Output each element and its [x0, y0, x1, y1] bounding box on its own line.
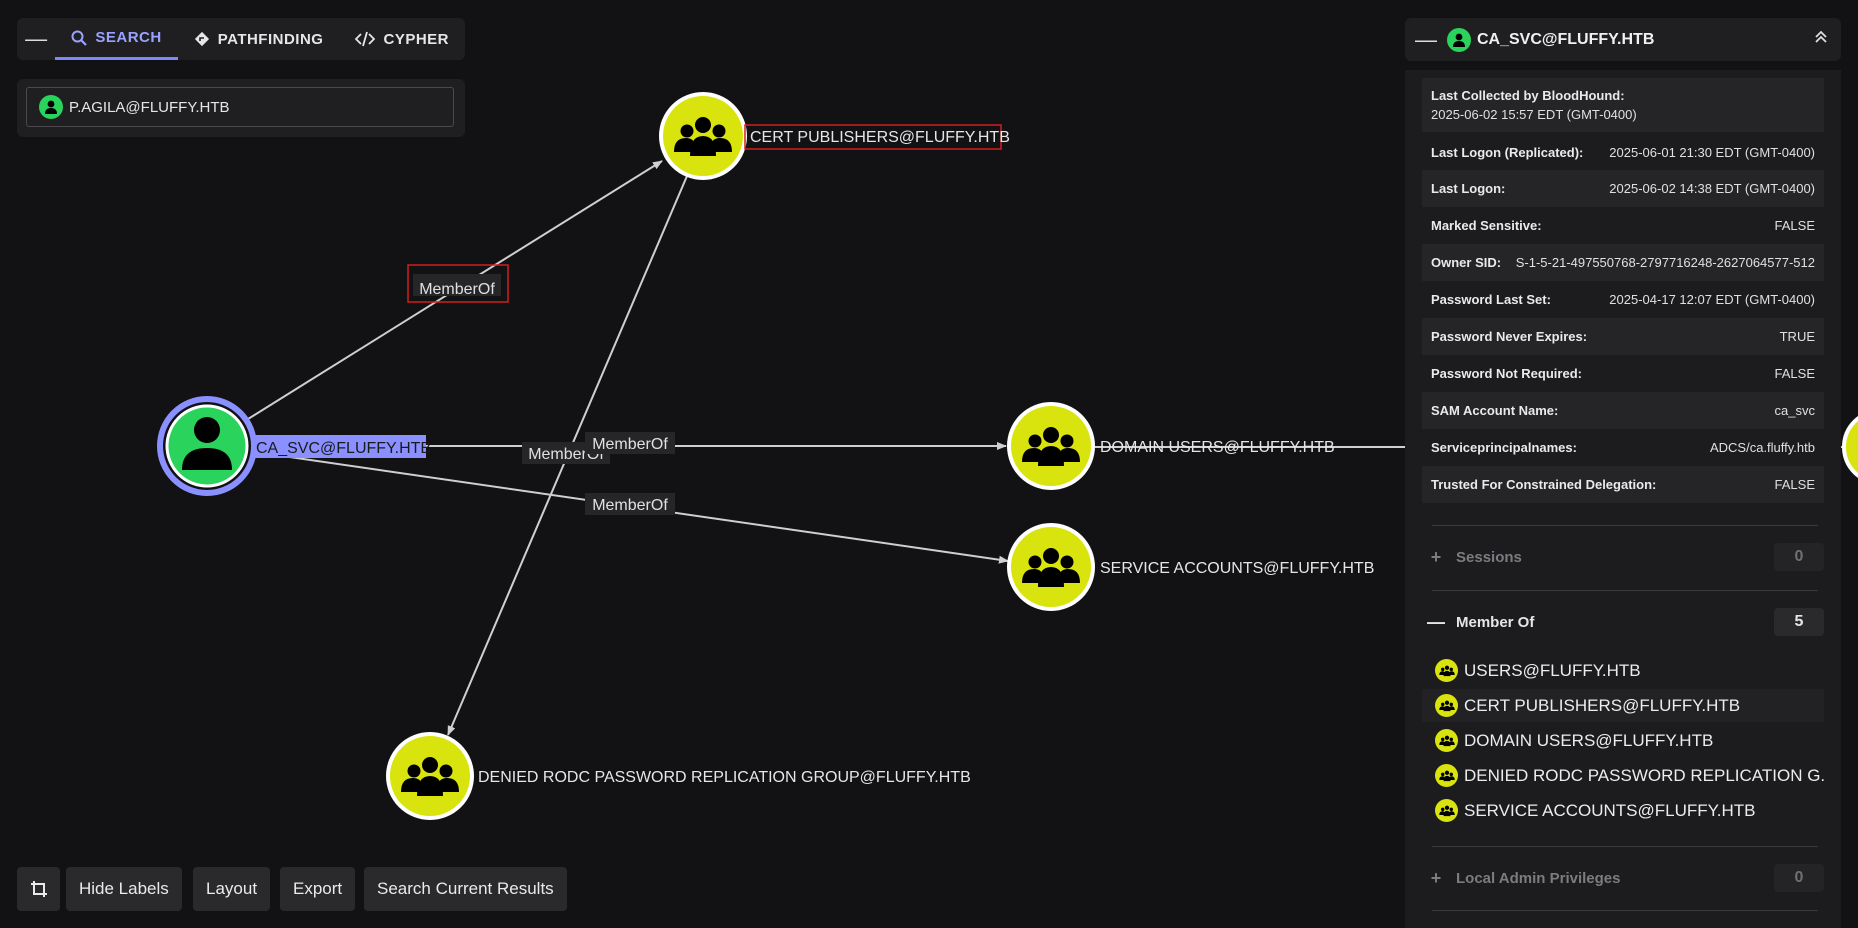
chevron-up-icon[interactable] [1801, 30, 1841, 49]
section-label: Local Admin Privileges [1456, 869, 1621, 887]
hide-labels-button[interactable]: Hide Labels [66, 867, 182, 911]
property-last-collected: Last Collected by BloodHound: 2025-06-02… [1422, 78, 1824, 132]
layout-button[interactable]: Layout [193, 867, 271, 911]
crop-button[interactable] [17, 867, 60, 911]
property-row: Serviceprincipalnames:ADCS/ca.fluffy.htb [1431, 440, 1815, 455]
node-service-accounts[interactable]: SERVICE ACCOUNTS@FLUFFY.HTB [1007, 523, 1374, 611]
node-label-ca-svc: CA_SVC@FLUFFY.HTB [256, 440, 431, 457]
pathfinding-icon [194, 31, 209, 47]
edge-label-memberof-4: MemberOf [592, 497, 668, 514]
explore-tabs: — SEARCH PATHFINDING CYPHER [17, 18, 465, 60]
property-row: Owner SID:S-1-5-21-497550768-2797716248-… [1422, 244, 1824, 281]
property-row: SAM Account Name:ca_svc [1422, 392, 1824, 429]
node-label-denied-rodc: DENIED RODC PASSWORD REPLICATION GROUP@F… [478, 769, 971, 786]
node-domain-users[interactable]: DOMAIN USERS@FLUFFY.HTB [1007, 402, 1335, 490]
group-icon [1435, 729, 1458, 752]
crop-icon [30, 881, 47, 897]
node-label-cert-publishers: CERT PUBLISHERS@FLUFFY.HTB [750, 129, 1010, 146]
count-badge: 0 [1774, 864, 1824, 892]
search-input-value: P.AGILA@FLUFFY.HTB [69, 98, 230, 116]
divider [1432, 525, 1818, 526]
property-row: Trusted For Constrained Delegation:FALSE [1422, 466, 1824, 503]
count-badge: 0 [1774, 543, 1824, 571]
node-ca-svc[interactable]: CA_SVC@FLUFFY.HTB [157, 396, 431, 496]
group-icon [1435, 659, 1458, 682]
offscreen-node[interactable] [1842, 411, 1858, 483]
entity-title: CA_SVC@FLUFFY.HTB [1477, 30, 1655, 48]
entity-panel-header: — CA_SVC@FLUFFY.HTB [1405, 18, 1841, 61]
property-row: Password Never Expires:TRUE [1422, 318, 1824, 355]
section-label: Sessions [1456, 548, 1522, 566]
collapse-search-panel-button[interactable]: — [25, 26, 48, 51]
search-current-results-button[interactable]: Search Current Results [364, 867, 567, 911]
entity-panel-body: Last Collected by BloodHound: 2025-06-02… [1405, 70, 1841, 928]
divider [1432, 590, 1818, 591]
group-icon [1435, 799, 1458, 822]
user-icon [39, 95, 63, 119]
list-item[interactable]: DOMAIN USERS@FLUFFY.HTB [1422, 724, 1824, 757]
tab-pathfinding[interactable]: PATHFINDING [178, 18, 340, 60]
tab-cypher[interactable]: CYPHER [339, 18, 465, 60]
search-icon [71, 30, 88, 46]
edge-label-highlight-box [407, 264, 509, 303]
count-badge: 5 [1774, 608, 1824, 636]
search-input[interactable]: P.AGILA@FLUFFY.HTB [26, 87, 454, 127]
section-local-admin[interactable]: + Local Admin Privileges 0 [1422, 864, 1824, 892]
tab-cypher-label: CYPHER [383, 30, 449, 48]
collapse-icon: — [1427, 611, 1445, 632]
property-row: Last Logon:2025-06-02 14:38 EDT (GMT-040… [1422, 170, 1824, 207]
divider [1432, 846, 1818, 847]
property-row: Password Not Required:FALSE [1431, 366, 1815, 381]
code-icon [355, 31, 376, 47]
list-item[interactable]: CERT PUBLISHERS@FLUFFY.HTB [1422, 689, 1824, 722]
node-cert-publishers[interactable]: CERT PUBLISHERS@FLUFFY.HTB [659, 92, 1010, 180]
collapse-entity-panel-button[interactable]: — [1415, 26, 1437, 52]
list-item[interactable]: SERVICE ACCOUNTS@FLUFFY.HTB [1422, 794, 1824, 827]
search-panel: P.AGILA@FLUFFY.HTB [17, 79, 465, 137]
property-row: Last Logon (Replicated):2025-06-01 21:30… [1431, 144, 1815, 160]
property-row: Password Last Set:2025-04-17 12:07 EDT (… [1431, 292, 1815, 307]
property-row: Marked Sensitive:FALSE [1431, 218, 1815, 233]
divider [1432, 910, 1818, 911]
section-member-of[interactable]: — Member Of 5 [1422, 608, 1824, 636]
property-key: Last Collected by BloodHound: [1431, 88, 1625, 103]
section-label: Member Of [1456, 613, 1535, 631]
node-label-domain-users: DOMAIN USERS@FLUFFY.HTB [1100, 439, 1335, 456]
node-denied-rodc[interactable]: DENIED RODC PASSWORD REPLICATION GROUP@F… [386, 732, 971, 820]
user-icon [1447, 27, 1471, 52]
group-icon [1435, 764, 1458, 787]
tab-search-label: SEARCH [95, 29, 162, 46]
tab-pathfinding-label: PATHFINDING [217, 30, 324, 48]
group-icon [1435, 694, 1458, 717]
tab-search[interactable]: SEARCH [55, 18, 178, 60]
list-item[interactable]: DENIED RODC PASSWORD REPLICATION G... [1422, 759, 1824, 792]
edge-label-memberof-3: MemberOf [592, 436, 668, 453]
section-sessions[interactable]: + Sessions 0 [1422, 543, 1824, 571]
edge-labels: MemberOf MemberOf MemberOf MemberOf [407, 264, 675, 515]
export-button[interactable]: Export [280, 867, 356, 911]
expand-icon: + [1430, 867, 1442, 888]
list-item[interactable]: USERS@FLUFFY.HTB [1422, 654, 1824, 687]
expand-icon: + [1430, 546, 1442, 567]
edge-label-memberof-1: MemberOf [419, 281, 495, 298]
node-label-service-accounts: SERVICE ACCOUNTS@FLUFFY.HTB [1100, 560, 1374, 577]
node-label-highlight-box [744, 124, 1002, 150]
user-icon [182, 417, 232, 470]
property-value: 2025-06-02 15:57 EDT (GMT-0400) [1431, 107, 1637, 122]
